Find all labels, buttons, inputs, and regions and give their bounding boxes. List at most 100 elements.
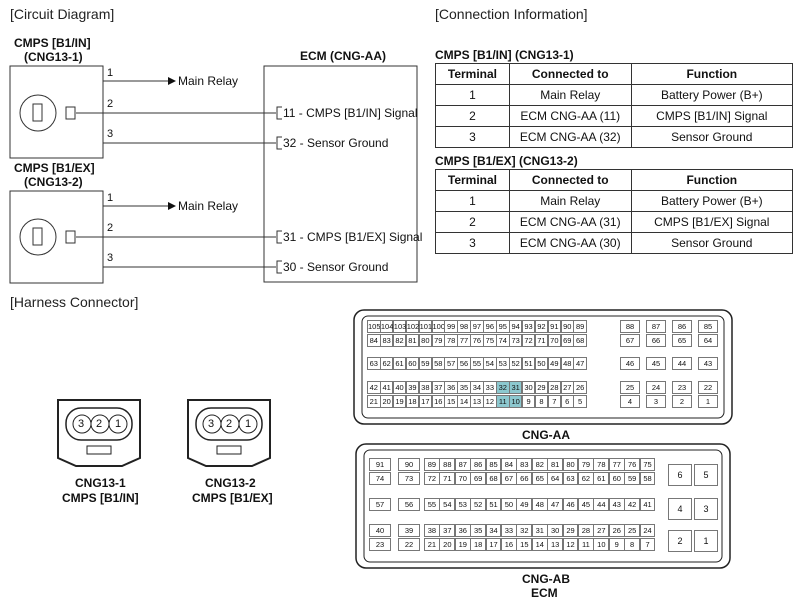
pin-cell: 78 xyxy=(593,458,610,471)
connection-info-title: [Connection Information] xyxy=(435,6,588,22)
pin-cell: 29 xyxy=(562,524,579,537)
pin-cell: 2 xyxy=(668,530,692,552)
pin-cell: 37 xyxy=(439,524,456,537)
pin-cell: 22 xyxy=(698,381,718,394)
pin-cell: 81 xyxy=(405,334,420,347)
pin-cell: 12 xyxy=(562,538,579,551)
pin-cell: 38 xyxy=(418,381,433,394)
pin-cell: 68 xyxy=(485,472,502,485)
table-cell: CMPS [B1/EX] Signal xyxy=(630,211,794,233)
pin-cell: 82 xyxy=(392,334,407,347)
pin-cell: 18 xyxy=(470,538,487,551)
connector-pin: 1 xyxy=(115,418,122,430)
pin-cell: 58 xyxy=(431,357,445,370)
pin-cell: 7 xyxy=(639,538,656,551)
pin-cell: 100 xyxy=(431,320,446,333)
pin-cell: 52 xyxy=(508,357,523,370)
pin-cell: 22 xyxy=(398,538,420,551)
table-header: Terminal xyxy=(435,63,510,85)
pin-cell: 77 xyxy=(457,334,471,347)
pin-cell: 56 xyxy=(398,498,420,511)
pin-cell: 10 xyxy=(508,395,523,408)
pin-cell: 12 xyxy=(483,395,497,408)
pin-cell: 97 xyxy=(470,320,484,333)
pin-label: 3 xyxy=(107,252,114,264)
table-cell: 1 xyxy=(435,190,510,212)
pin-cell: 75 xyxy=(483,334,497,347)
pin-cell: 5 xyxy=(573,395,587,408)
pin-cell: 83 xyxy=(516,458,533,471)
pin-cell: 43 xyxy=(608,498,625,511)
pin-cell: 44 xyxy=(593,498,610,511)
pin-cell: 50 xyxy=(501,498,517,511)
connection-table-1: Terminal Connected to Function 1 Main Re… xyxy=(435,63,794,148)
pin-cell: 69 xyxy=(470,472,487,485)
table-1-title: CMPS [B1/IN] (CNG13-1) xyxy=(435,48,574,62)
pin-cell: 51 xyxy=(521,357,536,370)
pin-cell: 15 xyxy=(444,395,458,408)
pin-cell: 65 xyxy=(672,334,692,347)
pin-cell: 74 xyxy=(496,334,510,347)
pin-cell: 63 xyxy=(367,357,381,370)
pin-cell: 27 xyxy=(593,524,610,537)
pin-cell: 66 xyxy=(516,472,533,485)
pin-cell: 11 xyxy=(578,538,594,551)
pin-cell: 53 xyxy=(496,357,510,370)
table-row: 2 ECM CNG-AA (11) CMPS [B1/IN] Signal xyxy=(435,105,794,127)
pin-cell: 37 xyxy=(431,381,445,394)
cng-aa-label: CNG-AA xyxy=(522,428,570,442)
connector-pin: 1 xyxy=(245,418,252,430)
pin-cell: 23 xyxy=(369,538,391,551)
ecm-pin-label: 31 - CMPS [B1/EX] Signal xyxy=(283,230,423,244)
pin-cell: 13 xyxy=(470,395,484,408)
pin-cell: 71 xyxy=(439,472,456,485)
pin-cell: 42 xyxy=(367,381,381,394)
pin-label: 1 xyxy=(107,67,114,79)
table-cell: Battery Power (B+) xyxy=(630,84,794,106)
cng13-1-connector xyxy=(57,399,141,467)
pin-cell: 40 xyxy=(369,524,391,537)
pin-cell: 2 xyxy=(672,395,692,408)
pin-cell: 59 xyxy=(418,357,433,370)
pin-cell: 17 xyxy=(485,538,502,551)
table-row: 2 ECM CNG-AA (31) CMPS [B1/EX] Signal xyxy=(435,211,794,233)
table-cell: 1 xyxy=(435,84,510,106)
table-row: 3 ECM CNG-AA (32) Sensor Ground xyxy=(435,126,794,148)
table-header: Function xyxy=(630,169,794,191)
pin-cell: 17 xyxy=(418,395,433,408)
pin-cell: 68 xyxy=(573,334,587,347)
pin-cell: 79 xyxy=(431,334,445,347)
pin-cell: 33 xyxy=(483,381,497,394)
pin-cell: 5 xyxy=(694,464,718,486)
pin-cell: 4 xyxy=(668,498,692,520)
pin-cell: 55 xyxy=(470,357,484,370)
pin-cell: 51 xyxy=(485,498,502,511)
pin-cell: 47 xyxy=(573,357,587,370)
main-relay-label: Main Relay xyxy=(178,199,239,213)
pin-cell: 90 xyxy=(398,458,420,471)
sensor-1-box xyxy=(9,65,104,159)
pin-cell: 35 xyxy=(470,524,487,537)
pin-cell: 16 xyxy=(431,395,445,408)
pin-cell: 11 xyxy=(496,395,510,408)
table-header-row: Terminal Connected to Function xyxy=(435,63,794,85)
table-cell: 2 xyxy=(435,211,510,233)
pin-cell: 16 xyxy=(501,538,517,551)
pin-cell: 36 xyxy=(444,381,458,394)
ecm-title: ECM (CNG-AA) xyxy=(300,49,386,63)
pin-cell: 73 xyxy=(508,334,523,347)
sensor-2-terminal xyxy=(65,230,76,244)
pin-cell: 84 xyxy=(367,334,381,347)
pin-cell: 79 xyxy=(578,458,594,471)
pin-cell: 18 xyxy=(405,395,420,408)
pin-cell: 54 xyxy=(439,498,456,511)
pin-cell: 20 xyxy=(379,395,394,408)
pin-cell: 65 xyxy=(531,472,548,485)
pin-cell: 89 xyxy=(424,458,440,471)
pin-cell: 32 xyxy=(516,524,533,537)
table-header: Terminal xyxy=(435,169,510,191)
cng13-2-connector xyxy=(187,399,271,467)
table-cell: CMPS [B1/IN] Signal xyxy=(630,105,794,127)
connector-pin: 3 xyxy=(78,418,85,430)
pin-cell: 25 xyxy=(624,524,641,537)
